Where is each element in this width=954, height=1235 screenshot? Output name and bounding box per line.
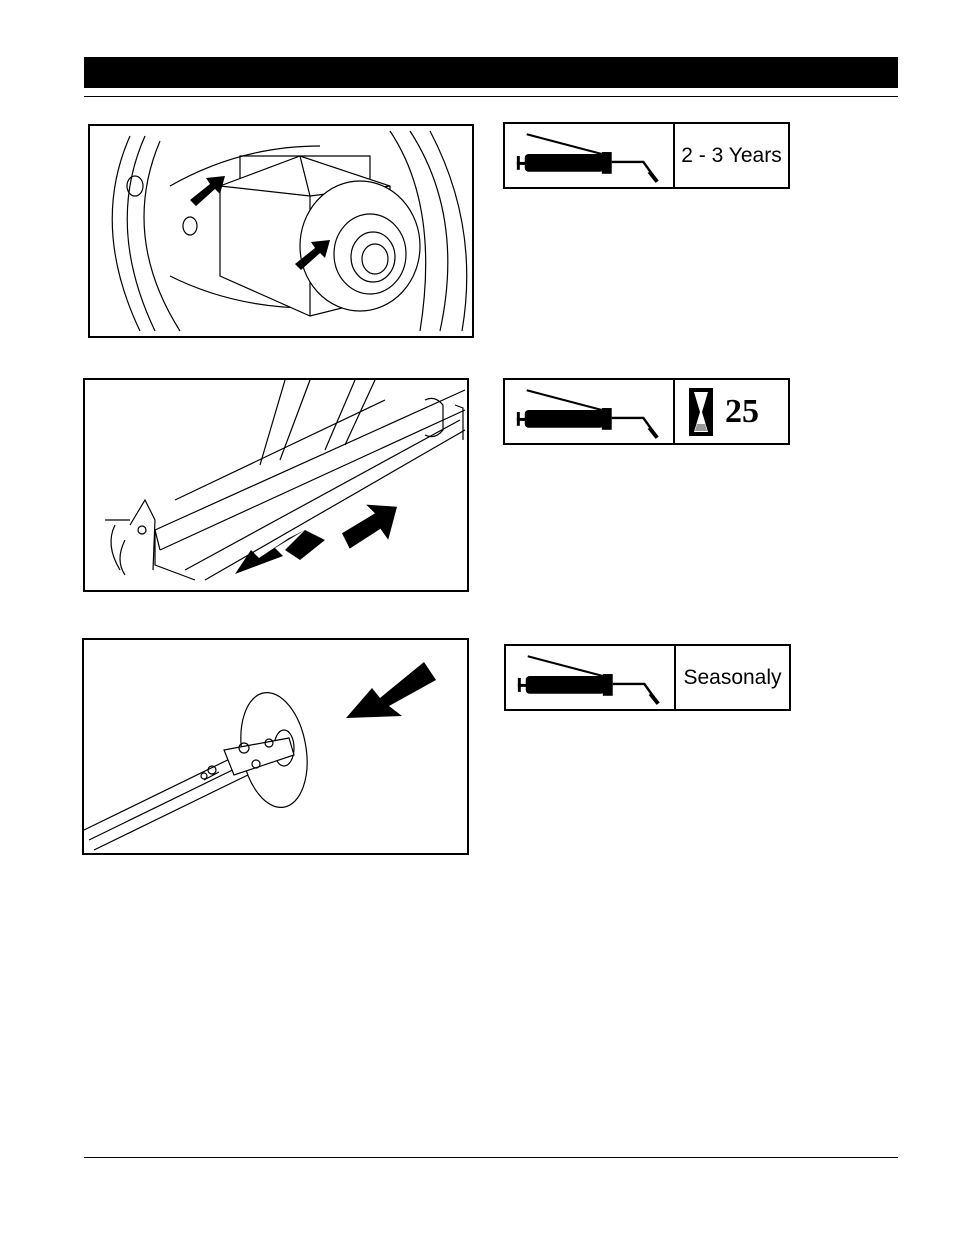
lube-interval-box-1: 2 - 3 Years [503,122,790,189]
wheel-hub-bearing-illustration [90,126,472,336]
header-rule [84,96,898,97]
header-bar [84,57,898,88]
coulter-disc-arm-illustration [84,640,467,853]
interval-hours: 25 [675,380,788,443]
figure-wheel-hub [88,124,474,338]
hours-value: 25 [725,393,759,431]
grease-gun-icon [505,380,675,443]
interval-label: Seasonaly [676,646,789,709]
lube-interval-box-3: Seasonaly [504,644,791,711]
figure-coulter-disc [82,638,469,855]
footer-rule [84,1157,898,1158]
interval-label: 2 - 3 Years [675,124,788,187]
hourglass-icon [689,388,713,436]
lube-interval-box-2: 25 [503,378,790,445]
grease-gun-icon [505,124,675,187]
frame-pivot-bar-illustration [85,380,467,590]
grease-gun-icon [506,646,676,709]
figure-frame-pivot [83,378,469,592]
